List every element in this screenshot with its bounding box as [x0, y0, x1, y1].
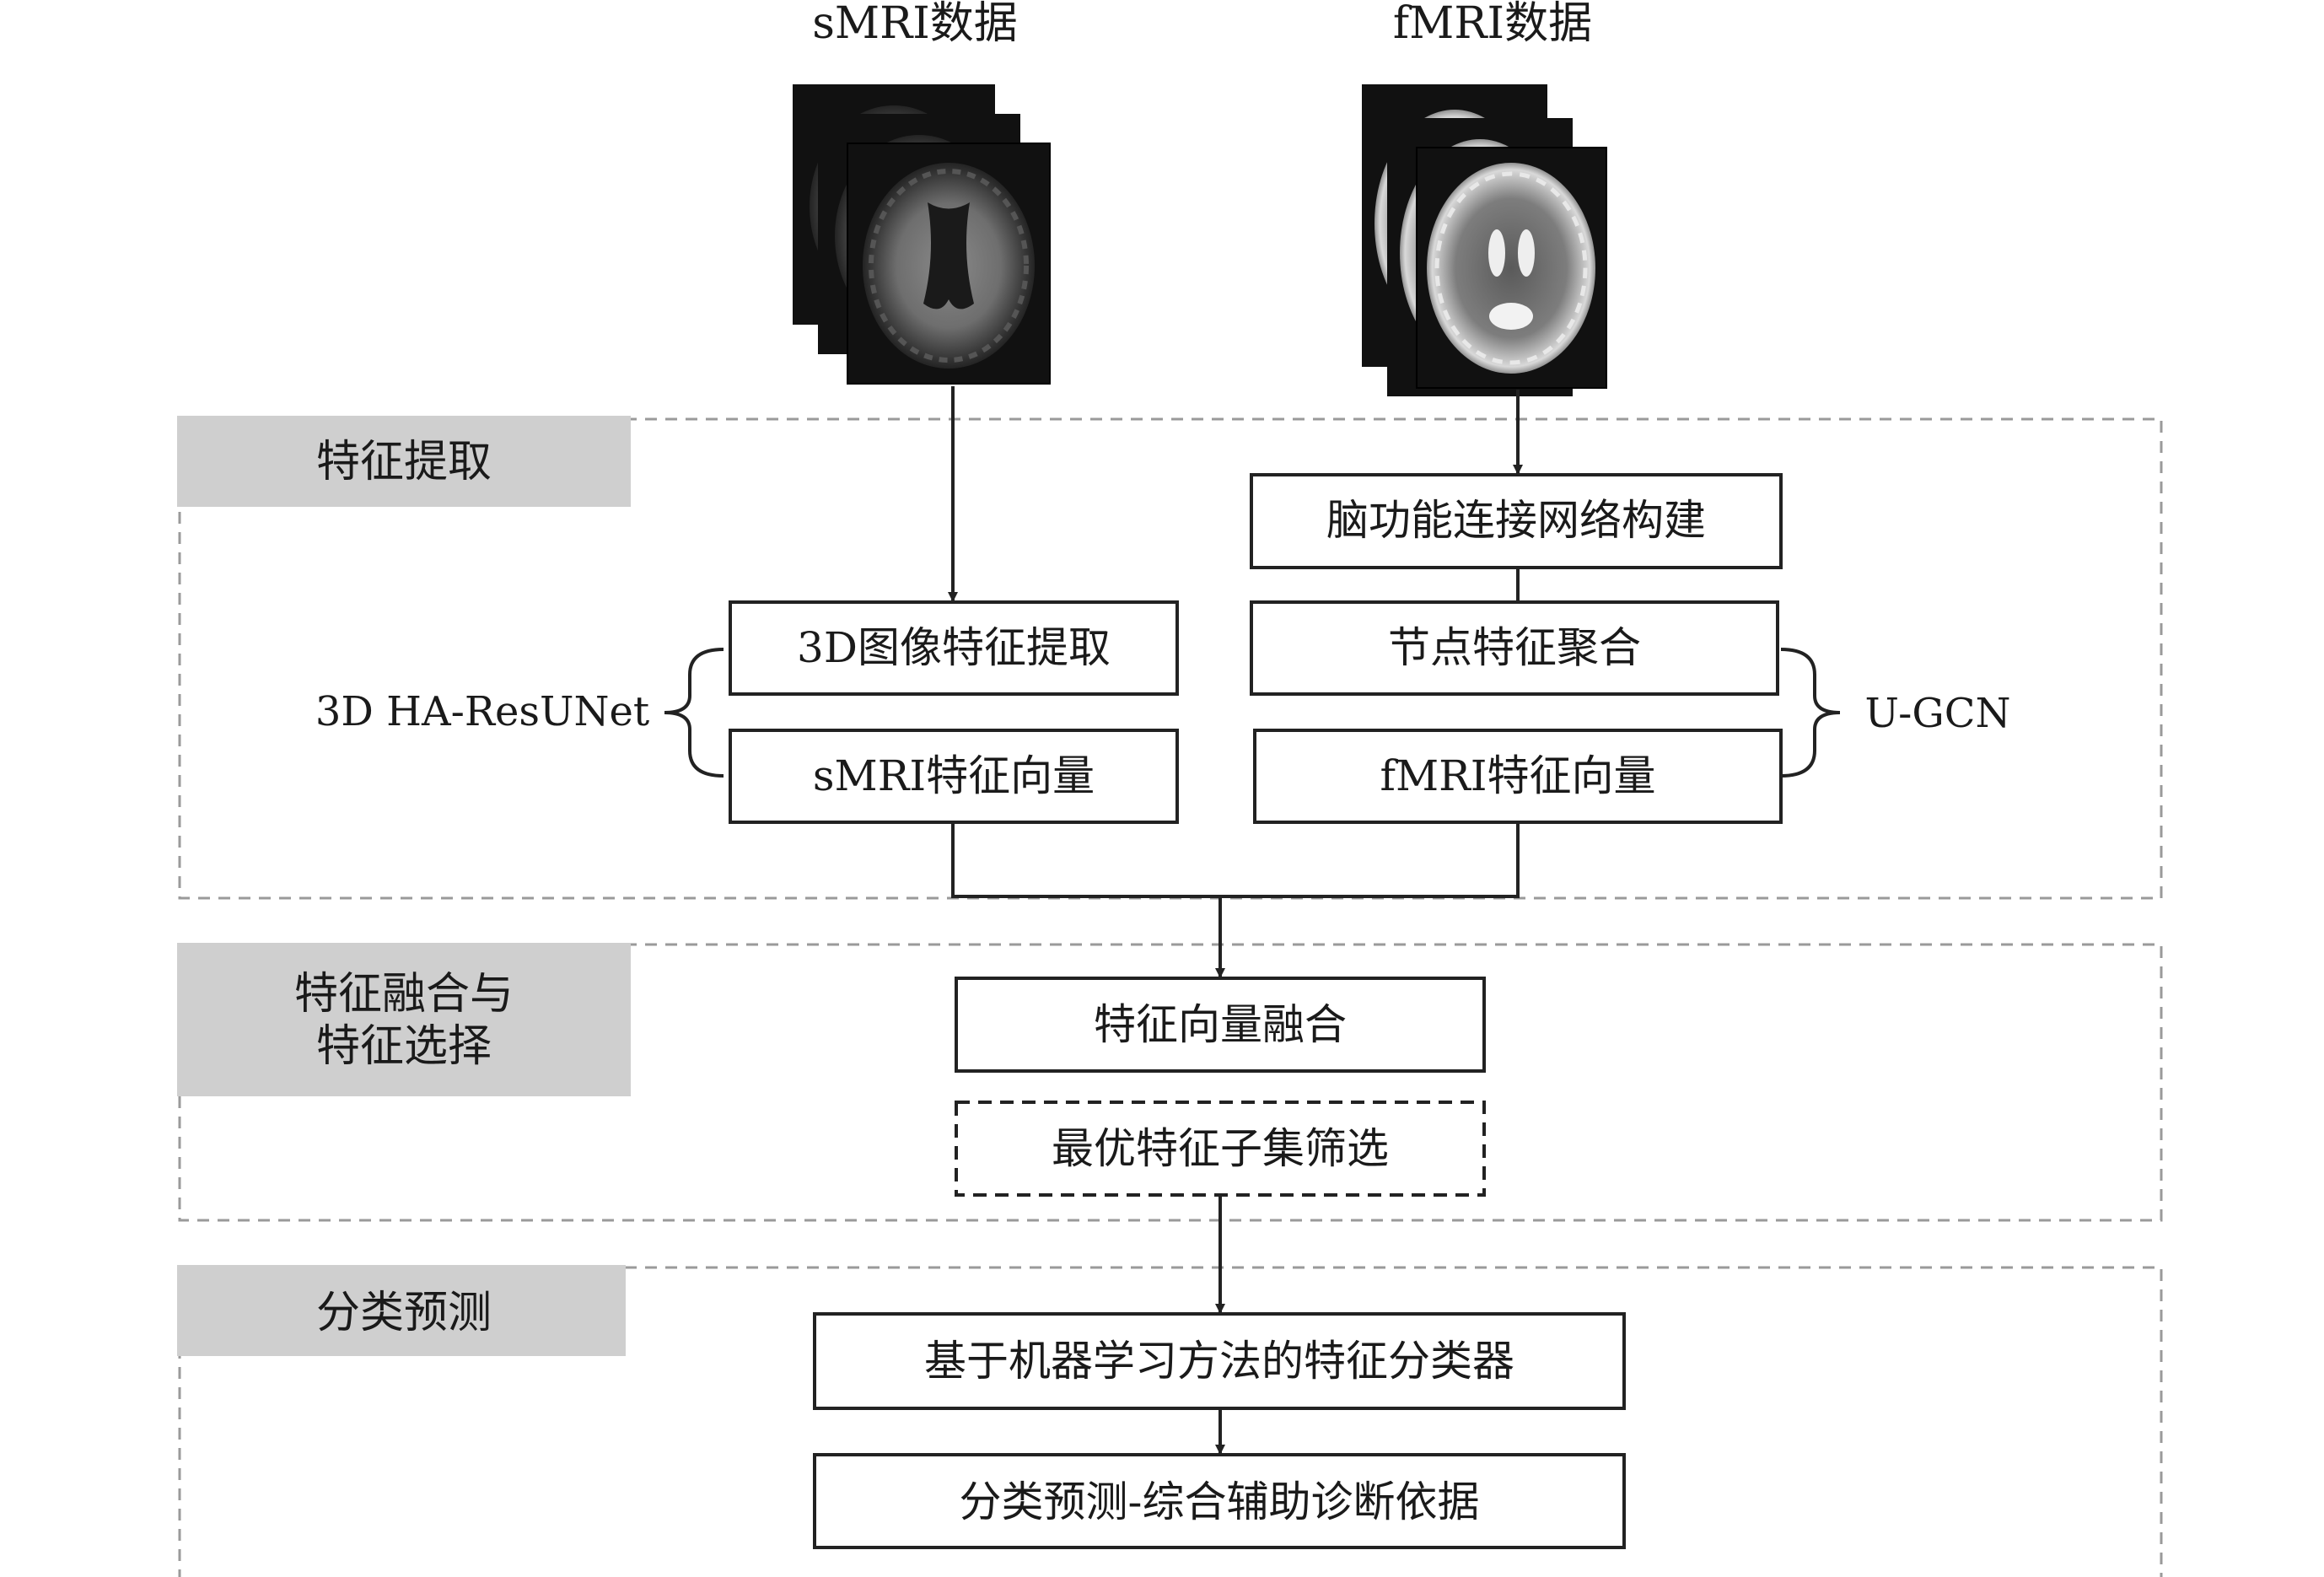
- classification-section-label-bg: [177, 1265, 626, 1356]
- fusion-section-label-line2: 特征选择: [316, 1021, 492, 1072]
- node-aggregation-label: 节点特征聚合: [1388, 623, 1641, 672]
- right-curly-brace: [1780, 648, 1841, 778]
- ml-classifier-box: 基于机器学习方法的特征分类器: [813, 1312, 1626, 1410]
- fusion-section-label-line1: 特征融合与: [294, 969, 514, 1020]
- smri-vector-label: sMRI特征向量: [813, 751, 1095, 800]
- connectors: [948, 386, 1523, 1455]
- left-model-label: 3D HA-ResUNet: [315, 688, 649, 735]
- diagnosis-label: 分类预测-综合辅助诊断依据: [960, 1477, 1480, 1526]
- right-model-label: U-GCN: [1865, 690, 2011, 737]
- fmri-vector-label: fMRI特征向量: [1380, 751, 1655, 800]
- smri-slice: [847, 143, 1051, 385]
- fusion-section-label-bg: [177, 943, 631, 1096]
- image-feature-extract-label: 3D图像特征提取: [797, 623, 1111, 672]
- subset-selection-label: 最优特征子集筛选: [1052, 1124, 1389, 1173]
- node-aggregation-box: 节点特征聚合: [1250, 600, 1779, 696]
- image-feature-extract-box: 3D图像特征提取: [729, 600, 1179, 696]
- extraction-section-label-bg: [177, 416, 631, 507]
- left-curly-brace: [664, 648, 724, 778]
- smri-data-title: sMRI数据: [812, 0, 1018, 49]
- classification-section-label: 分类预测: [316, 1288, 492, 1338]
- fmri-slice: [1416, 147, 1607, 389]
- fmri-data-title: fMRI数据: [1393, 0, 1592, 49]
- diagnosis-box: 分类预测-综合辅助诊断依据: [813, 1453, 1626, 1549]
- fmri-vector-box: fMRI特征向量: [1253, 729, 1783, 824]
- subset-selection-box: 最优特征子集筛选: [955, 1101, 1486, 1197]
- brain-network-box: 脑功能连接网络构建: [1250, 473, 1783, 569]
- smri-vector-box: sMRI特征向量: [729, 729, 1179, 824]
- vector-fusion-label: 特征向量融合: [1094, 1000, 1347, 1049]
- classification-section-frame: [178, 1266, 2163, 1577]
- ml-classifier-label: 基于机器学习方法的特征分类器: [924, 1337, 1514, 1386]
- smri-image-stack: [793, 84, 1051, 385]
- fmri-image-stack: [1362, 84, 1607, 396]
- brain-network-label: 脑功能连接网络构建: [1326, 496, 1706, 545]
- vector-fusion-box: 特征向量融合: [955, 977, 1486, 1073]
- vectors-merge-line: [951, 822, 1520, 898]
- extraction-section-label: 特征提取: [316, 437, 492, 487]
